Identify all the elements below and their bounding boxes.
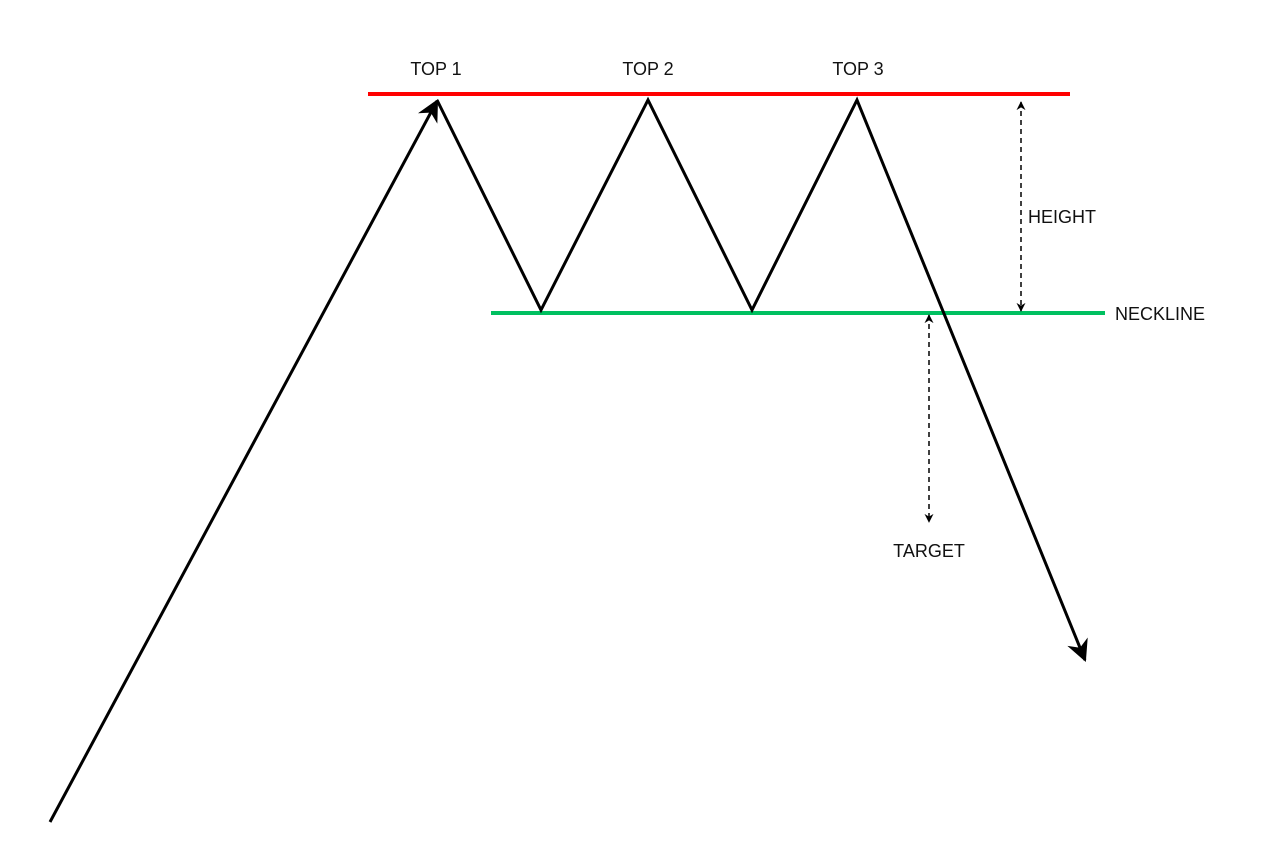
neckline-label: NECKLINE: [1115, 304, 1206, 324]
top-3-label: TOP 3: [832, 59, 884, 79]
uptrend-arrow: [48, 99, 439, 823]
price-path: [435, 96, 1088, 663]
height-label: HEIGHT: [1028, 207, 1097, 227]
top-1-label: TOP 1: [410, 59, 462, 79]
top-2-label: TOP 2: [622, 59, 674, 79]
target-label: TARGET: [893, 541, 965, 561]
